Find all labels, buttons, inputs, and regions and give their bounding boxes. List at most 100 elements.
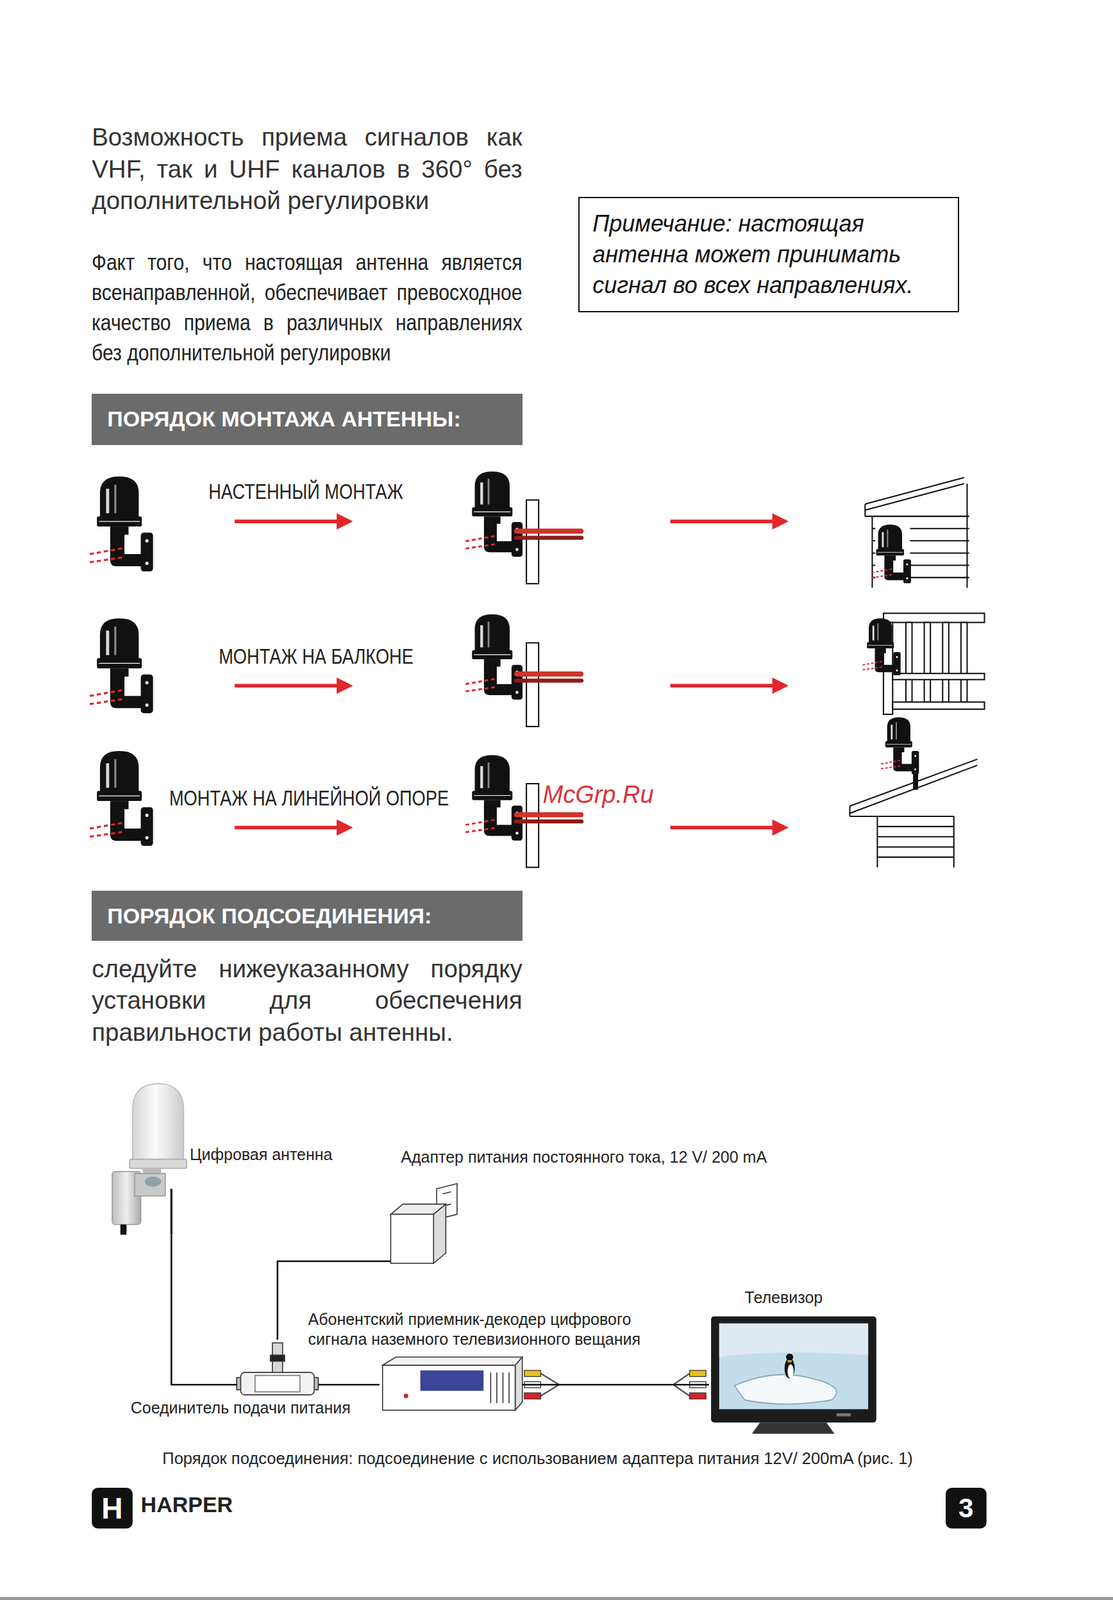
roof-scene — [877, 846, 954, 848]
pole-antenna — [514, 819, 584, 824]
tv-icon — [734, 1374, 837, 1405]
footer — [91, 1487, 133, 1529]
roof-scene — [849, 815, 954, 817]
rca-plug — [689, 1392, 706, 1399]
digital-antenna — [132, 1083, 185, 1164]
pole-antenna — [465, 471, 523, 557]
wall-scene — [871, 524, 912, 584]
cable-wire — [171, 1234, 237, 1385]
power-connector-icon — [236, 1342, 318, 1395]
power-connector-icon — [241, 1372, 315, 1395]
antenna-device: Цифровая антенна — [107, 1083, 184, 1235]
pole-antenna — [465, 754, 523, 840]
digital-antenna — [170, 1188, 173, 1235]
pole-antenna — [465, 614, 584, 727]
receiver-icon — [403, 1393, 409, 1398]
section-band: ПОРЯДОК ПОДСОЕДИНЕНИЯ: — [91, 890, 523, 941]
receiver-icon — [502, 1372, 504, 1403]
mount-type: МОНТАЖ НА ЛИНЕЙНОЙ ОПОРЕ — [169, 784, 449, 811]
cable-wire — [318, 1383, 379, 1386]
power-adapter-icon — [390, 1214, 434, 1264]
digital-antenna — [144, 1176, 161, 1187]
digital-antenna — [112, 1083, 187, 1235]
antenna-icon — [89, 476, 154, 846]
wall-scene — [864, 477, 964, 504]
note-text: Примечание: настоящая антенна может прин… — [592, 208, 946, 301]
receiver-icon — [496, 1372, 498, 1403]
wall-scene — [864, 483, 964, 510]
wall-scene — [864, 515, 969, 517]
rca-plug — [524, 1370, 541, 1377]
pole-antenna — [514, 671, 584, 677]
tv-icon — [711, 1316, 877, 1434]
pole-antenna — [514, 812, 584, 818]
footer — [0, 1596, 1113, 1600]
receiver-icon — [508, 1372, 510, 1403]
receiver-icon — [382, 1356, 523, 1365]
pole-antenna — [526, 500, 539, 584]
receiver-icon — [490, 1372, 492, 1403]
pole-antenna — [465, 471, 584, 584]
roof-scene — [880, 717, 919, 775]
device-label: Соединитель подачи питания — [130, 1397, 351, 1418]
balcony-scene — [924, 622, 931, 703]
receiver-decoder: Абонентский приемник-декодер цифрового с… — [379, 1356, 523, 1414]
power-adapter: Адаптер питания постоянного тока, 12 V/ … — [390, 1183, 457, 1268]
tv-icon — [784, 1357, 795, 1379]
figure-caption: Порядок подсоединения: подсоединение с и… — [162, 1448, 913, 1468]
feature-text: Факт того, что настоящая антенна являетс… — [91, 246, 522, 368]
power-connector-icon — [255, 1375, 301, 1392]
antenna-icon — [89, 750, 154, 846]
wall-scene — [864, 503, 866, 517]
pole-antenna — [465, 614, 523, 700]
watermark: McGrp.Ru — [543, 780, 654, 809]
pole-antenna — [465, 754, 584, 867]
red-arrow — [772, 677, 789, 694]
antenna-icon — [89, 476, 154, 572]
red-arrow — [336, 677, 353, 694]
antenna-icon — [89, 618, 154, 713]
rca-plug — [673, 1384, 690, 1396]
receiver-icon — [382, 1364, 516, 1410]
wall-scene — [966, 483, 968, 588]
balcony-scene — [883, 612, 985, 622]
logo-letter: H — [91, 1487, 133, 1529]
pole-antenna — [514, 528, 584, 534]
roof-scene — [877, 856, 954, 858]
instruction-text: следуйте нижеуказанному порядку установк… — [91, 952, 523, 1048]
brand-name: HARPER — [141, 1491, 234, 1517]
power-adapter-icon — [390, 1183, 457, 1264]
receiver-icon — [420, 1370, 485, 1391]
rca-plug — [540, 1373, 560, 1385]
device-label: Телевизор — [744, 1287, 824, 1308]
section-band: ПОРЯДОК МОНТАЖА АНТЕННЫ: — [91, 393, 523, 445]
roof-scene — [877, 836, 954, 838]
pole-antenna — [514, 535, 584, 540]
tv-icon — [719, 1323, 869, 1358]
red-arrow — [234, 825, 339, 830]
cable-wire — [277, 1261, 392, 1340]
page-number: 3 — [945, 1487, 987, 1529]
feature-heading: Возможность приема сигналов как VHF, так… — [91, 121, 523, 217]
receiver-icon — [515, 1356, 523, 1410]
footer — [945, 1487, 987, 1529]
balcony-scene — [961, 622, 968, 703]
mount-type: НАСТЕННЫЙ МОНТАЖ — [209, 478, 404, 504]
red-arrow — [772, 512, 789, 529]
red-arrow — [336, 512, 353, 529]
tv-icon — [787, 1359, 792, 1362]
balcony-scene — [862, 618, 901, 676]
rca-plug — [540, 1384, 560, 1396]
red-arrow — [669, 825, 774, 830]
balcony-scene — [862, 612, 985, 715]
balcony-scene — [905, 622, 913, 703]
power-adapter-icon — [443, 1191, 452, 1194]
balcony-scene — [892, 673, 985, 680]
digital-antenna — [134, 1173, 166, 1196]
balcony-scene — [892, 702, 985, 710]
tv-icon — [836, 1413, 851, 1417]
tv-icon — [711, 1316, 877, 1423]
rca-plug — [524, 1392, 541, 1399]
device-label: Адаптер питания постоянного тока, 12 V/ … — [400, 1146, 767, 1167]
pole-antenna — [526, 642, 539, 726]
